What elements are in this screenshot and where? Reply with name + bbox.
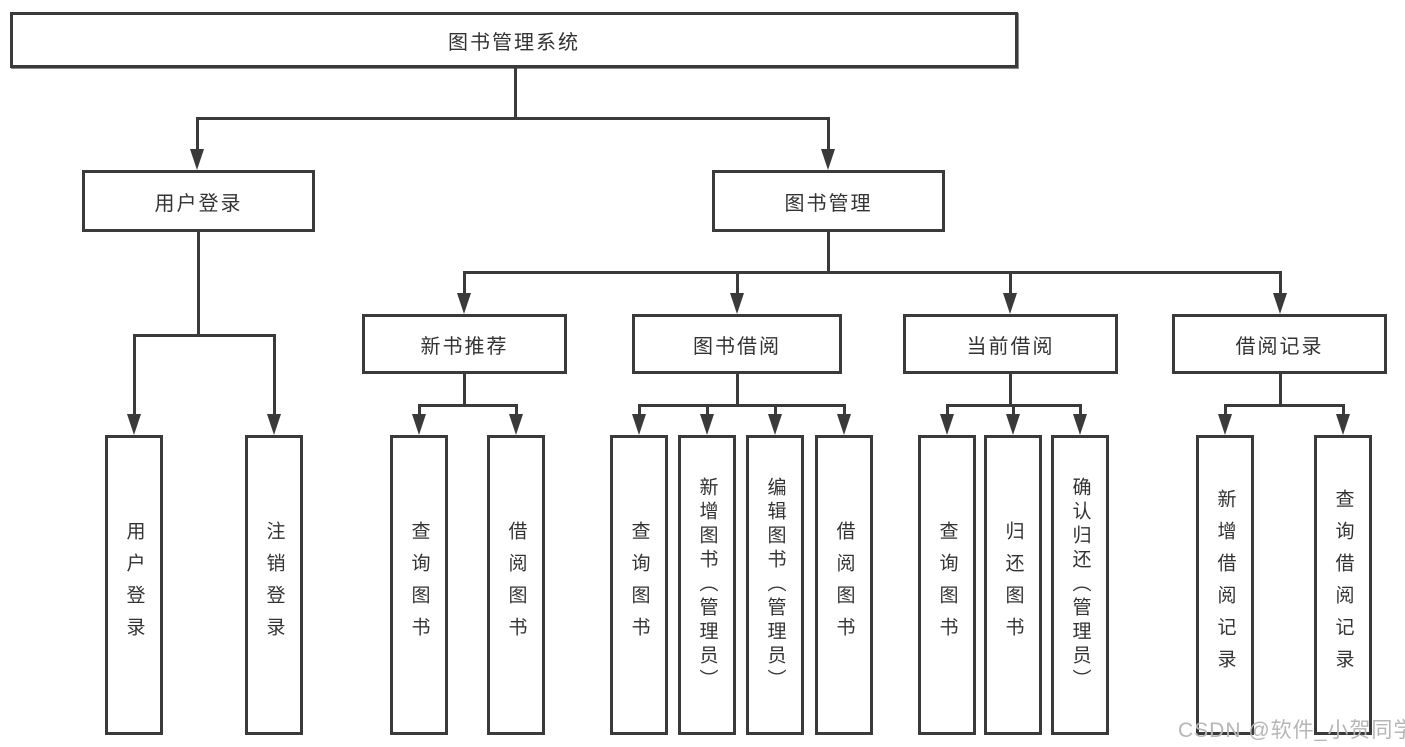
connector-drop-book-borrow [736,271,739,294]
node-book-borrow-label: 图书借阅 [693,335,781,358]
connector-drop-leaf-login [133,334,136,415]
arrowhead-leaf-logout [267,414,281,435]
connector-drop-br-add [1224,404,1227,415]
arrowhead-bb-query [632,414,646,435]
leaf-nbr-query-books-label: 查询图书 [408,521,430,649]
node-user-login: 用户登录 [82,170,315,232]
leaf-br-query-record: 查询借阅记录 [1314,435,1372,735]
connector-book-mgmt-bar [463,271,1282,274]
arrowhead-book-mgmt [821,149,835,170]
connector-drop-borrow-records [1279,271,1282,294]
leaf-user-login: 用户登录 [105,435,163,735]
connector-nbr-stem [463,374,466,407]
csdn-watermark: CSDN @软件_小贺同学 [1178,719,1405,742]
connector-user-login-bar [133,334,276,337]
connector-root-stem [514,68,517,118]
connector-bb-bar [638,404,846,407]
connector-book-mgmt-stem [827,232,830,274]
leaf-cb-return-books-label: 归还图书 [1002,521,1024,649]
leaf-logout-label: 注销登录 [263,521,285,649]
leaf-br-query-record-label: 查询借阅记录 [1332,489,1354,681]
connector-drop-current-borrow [1009,271,1012,294]
connector-br-bar [1224,404,1345,407]
connector-user-login-stem [197,232,200,337]
node-book-management-label: 图书管理 [784,192,873,215]
node-book-borrow: 图书借阅 [632,314,842,374]
leaf-cb-return-books: 归还图书 [984,435,1042,735]
arrowhead-user-login [190,149,204,170]
node-borrow-records: 借阅记录 [1172,314,1387,374]
leaf-bb-borrow-books-label: 借阅图书 [833,521,855,649]
connector-drop-cb-return [1012,404,1015,415]
connector-drop-book-mgmt [827,117,830,150]
arrowhead-bb-edit [768,414,782,435]
connector-drop-cb-query [946,404,949,415]
leaf-nbr-query-books: 查询图书 [390,435,448,735]
connector-drop-bb-edit [774,404,777,415]
leaf-br-add-record-label: 新增借阅记录 [1214,489,1236,681]
leaf-bb-add-book-admin-label: 新增图书（管理员） [696,477,718,693]
connector-drop-bb-query [638,404,641,415]
arrowhead-bb-borrow [837,414,851,435]
node-root-label: 图书管理系统 [448,31,580,54]
connector-drop-new-book [463,271,466,294]
leaf-cb-query-books-label: 查询图书 [936,521,958,649]
connector-drop-leaf-logout [273,334,276,415]
connector-nbr-bar [418,404,518,407]
connector-drop-nbr-query [418,404,421,415]
arrowhead-nbr-query [412,414,426,435]
node-borrow-records-label: 借阅记录 [1235,335,1324,358]
arrowhead-cb-confirm [1073,414,1087,435]
leaf-cb-query-books: 查询图书 [918,435,976,735]
arrowhead-borrow-records [1273,293,1287,314]
leaf-user-login-label: 用户登录 [123,521,145,649]
connector-drop-nbr-borrow [515,404,518,415]
node-book-management: 图书管理 [712,170,945,232]
connector-drop-bb-add [706,404,709,415]
leaf-bb-borrow-books: 借阅图书 [815,435,873,735]
connector-drop-user-login [196,117,199,150]
connector-br-stem [1279,374,1282,407]
connector-drop-cb-confirm [1079,404,1082,415]
leaf-bb-edit-book-admin: 编辑图书（管理员） [746,435,804,735]
arrowhead-leaf-login [127,414,141,435]
node-user-login-label: 用户登录 [154,192,243,215]
connector-drop-br-query [1342,404,1345,415]
node-new-book-recommend-label: 新书推荐 [420,335,509,358]
leaf-nbr-borrow-books: 借阅图书 [487,435,545,735]
arrowhead-br-add [1218,414,1232,435]
leaf-cb-confirm-return-admin: 确认归还（管理员） [1051,435,1109,735]
leaf-br-add-record: 新增借阅记录 [1196,435,1254,735]
arrowhead-bb-add [700,414,714,435]
arrowhead-new-book [457,293,471,314]
node-current-borrow-label: 当前借阅 [966,335,1055,358]
arrowhead-cb-return [1006,414,1020,435]
node-current-borrow: 当前借阅 [903,314,1118,374]
leaf-bb-query-books-label: 查询图书 [628,521,650,649]
connector-cb-stem [1009,374,1012,407]
connector-drop-bb-borrow [843,404,846,415]
leaf-bb-edit-book-admin-label: 编辑图书（管理员） [764,477,786,693]
connector-bb-stem [736,374,739,407]
leaf-bb-query-books: 查询图书 [610,435,668,735]
leaf-bb-add-book-admin: 新增图书（管理员） [678,435,736,735]
leaf-logout: 注销登录 [245,435,303,735]
leaf-cb-confirm-return-admin-label: 确认归还（管理员） [1069,477,1091,693]
arrowhead-book-borrow [730,293,744,314]
arrowhead-current-borrow [1003,293,1017,314]
node-root: 图书管理系统 [10,12,1018,68]
connector-root-bar [197,117,830,120]
arrowhead-br-query [1336,414,1350,435]
leaf-nbr-borrow-books-label: 借阅图书 [505,521,527,649]
node-new-book-recommend: 新书推荐 [362,314,567,374]
arrowhead-nbr-borrow [509,414,523,435]
arrowhead-cb-query [940,414,954,435]
